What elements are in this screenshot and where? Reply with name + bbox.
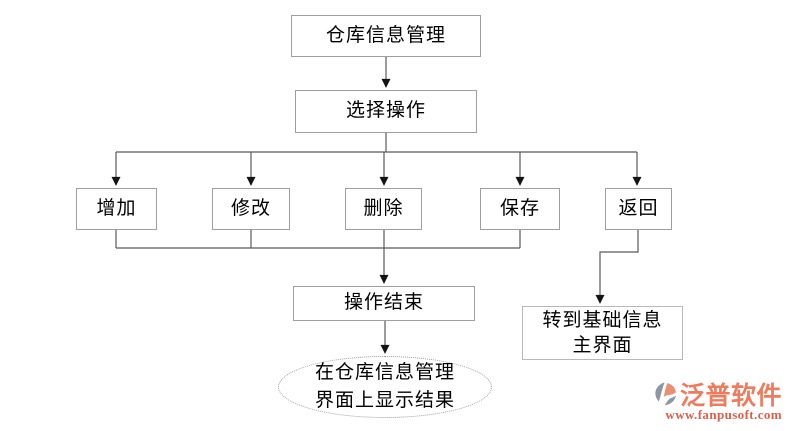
node-display-result-ellipse: 在仓库信息管理 界面上显示结果 [278,356,492,418]
node-label: 修改 [230,197,271,219]
fanpu-brand-row: 泛普软件 [650,379,782,410]
node-label: 操作结束 [343,292,424,314]
node-delete: 删除 [345,188,422,230]
node-label: 删除 [363,197,404,219]
node-warehouse-info-management: 仓库信息管理 [291,15,481,57]
node-label: 保存 [499,197,540,219]
fanpu-url-text: www.fanpusoft.com [665,407,782,422]
node-label: 增加 [96,197,137,219]
node-add: 增加 [76,188,157,230]
node-label: 返回 [618,197,659,219]
fanpu-logo-icon [655,382,676,406]
node-save: 保存 [480,188,560,230]
node-label-line1: 在仓库信息管理 [314,362,455,383]
node-label: 仓库信息管理 [325,24,446,46]
node-modify: 修改 [212,188,290,230]
node-label-line2: 主界面 [572,335,633,356]
node-goto-basic-info-main: 转到基础信息 主界面 [522,306,683,360]
node-return: 返回 [605,188,672,230]
fanpu-brand-text: 泛普软件 [679,382,782,410]
node-label-line1: 转到基础信息 [542,310,663,331]
node-operation-end: 操作结束 [293,286,475,321]
node-label-line2: 界面上显示结果 [314,390,455,411]
fanpu-watermark: 泛普软件 www.fanpusoft.com [650,379,782,423]
node-select-operation: 选择操作 [295,90,477,133]
node-label: 选择操作 [345,100,426,122]
